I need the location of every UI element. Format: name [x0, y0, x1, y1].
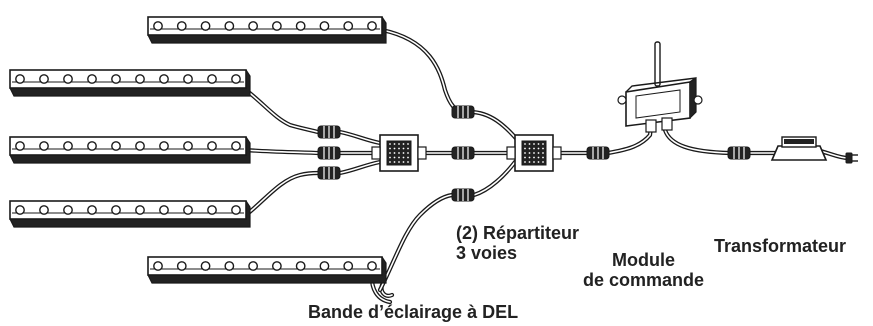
module-label-line1: Module	[612, 250, 676, 270]
led-bar-icon	[147, 256, 387, 284]
cable-core	[664, 129, 731, 154]
connector-icon	[317, 166, 341, 180]
splitter-label-line1: (2) Répartiteur	[456, 223, 580, 243]
connector-icon	[451, 105, 475, 119]
cable-core	[339, 131, 381, 144]
module-label: Module de commande	[583, 250, 704, 290]
led-bar-icon	[147, 16, 387, 44]
connector-icon	[727, 146, 751, 160]
transformer-label-text: Transformateur	[714, 236, 847, 256]
transformer-label: Transformateur	[714, 236, 846, 256]
connector-icon	[451, 146, 475, 160]
plug-icon	[845, 152, 858, 164]
cable	[467, 109, 523, 146]
cable	[377, 192, 455, 293]
splitter-label: (2) Répartiteur 3 voies	[456, 223, 579, 263]
cable-core	[245, 89, 319, 133]
led-strip-label: Bande d’éclairage à DEL	[308, 302, 518, 322]
led-bar-icon	[9, 200, 251, 228]
transformer-icon	[770, 136, 828, 161]
led-bars	[9, 16, 387, 284]
cable	[243, 170, 321, 218]
cable-core	[473, 161, 516, 196]
cable-core	[379, 194, 453, 291]
connector-icon	[317, 146, 341, 160]
cable	[379, 27, 465, 115]
cable	[243, 87, 321, 135]
devices	[371, 41, 858, 172]
splitter-label-line2: 3 voies	[456, 243, 518, 263]
splitter-icon	[506, 134, 562, 172]
connectors	[317, 105, 751, 202]
led-strip-label-text: Bande d’éclairage à DEL	[308, 302, 519, 322]
splitter-icon	[371, 134, 427, 172]
led-bar-icon	[9, 69, 251, 97]
connector-icon	[586, 146, 610, 160]
cable-core	[469, 111, 521, 144]
cable-core	[607, 119, 653, 154]
connector-icon	[317, 125, 341, 139]
cable-core	[339, 161, 381, 174]
control-module-icon	[617, 41, 703, 133]
cable-core	[245, 172, 319, 216]
cable	[471, 159, 518, 198]
module-label-line2: de commande	[583, 270, 705, 290]
cable-core	[245, 149, 319, 154]
led-bar-icon	[9, 136, 251, 164]
connector-icon	[451, 188, 475, 202]
